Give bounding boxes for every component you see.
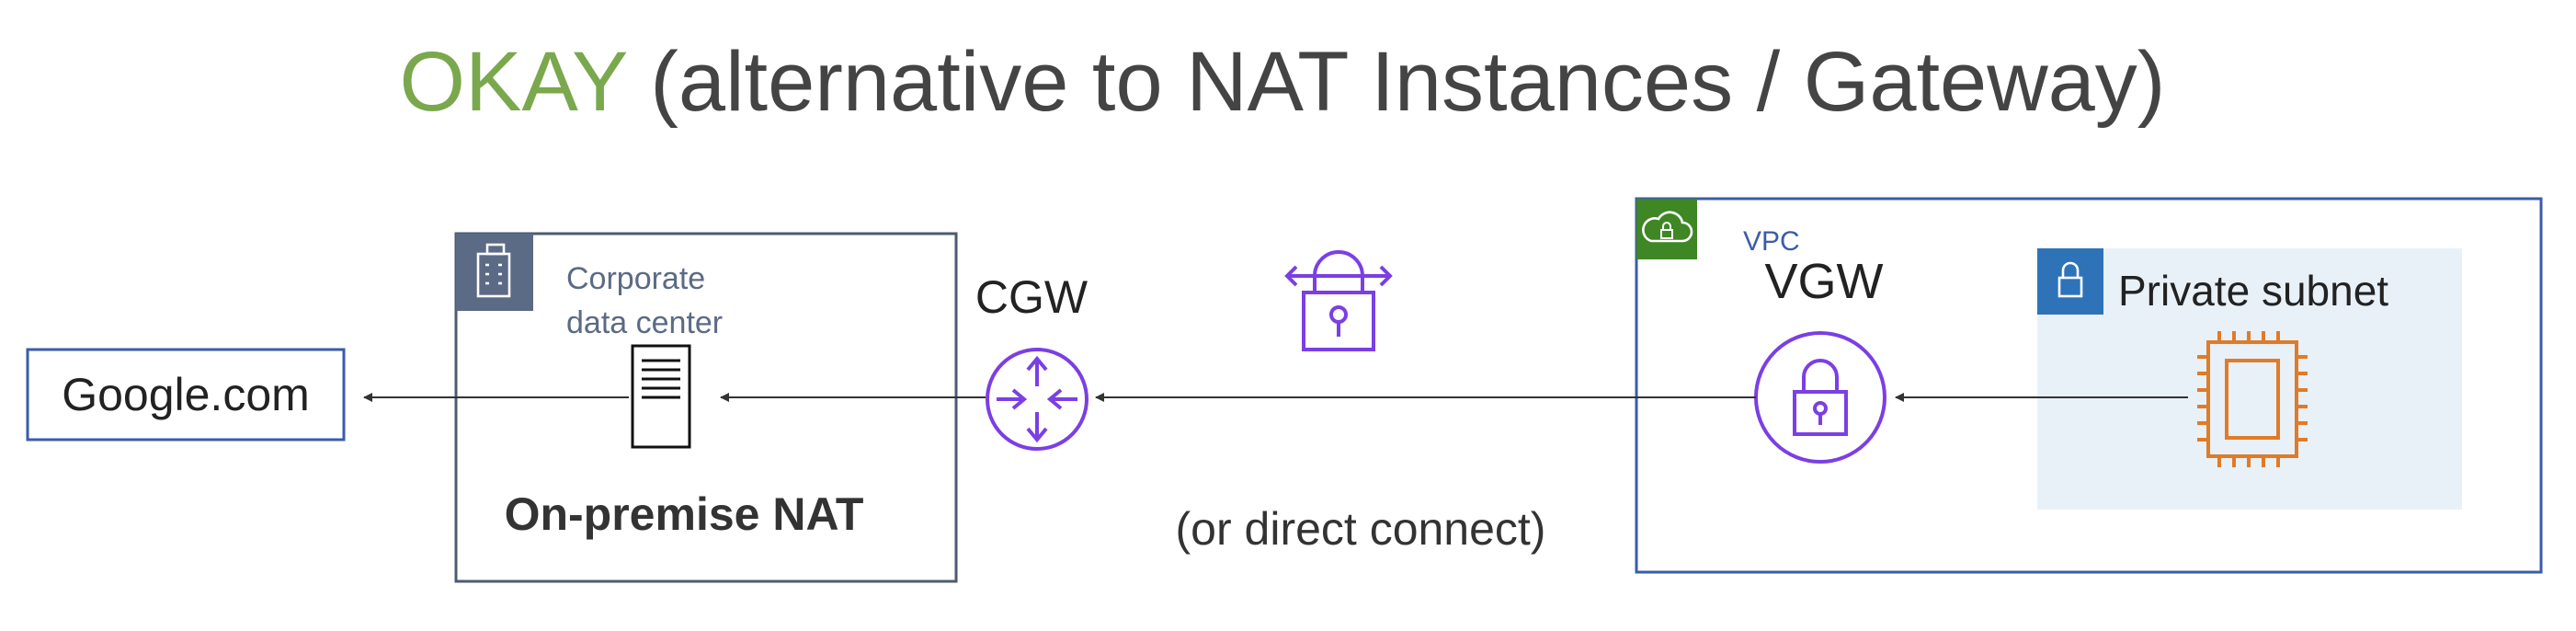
vpn-gateway-icon bbox=[1754, 331, 1886, 464]
vpn-lock-icon bbox=[1284, 250, 1393, 351]
google-label: Google.com bbox=[62, 369, 310, 420]
cgw-label: CGW bbox=[975, 271, 1089, 323]
google-box bbox=[26, 348, 346, 442]
private-subnet: Private subnet bbox=[2037, 248, 2462, 510]
on-premise-nat-label: On-premise NAT bbox=[505, 488, 864, 540]
private-subnet-label: Private subnet bbox=[2118, 267, 2388, 315]
corporate-box bbox=[454, 232, 958, 583]
corporate-data-center: Corporate data center On-premise NAT bbox=[454, 232, 958, 583]
corporate-label-line1: Corporate bbox=[566, 261, 705, 296]
direct-connect-note: (or direct connect) bbox=[1176, 503, 1546, 555]
google-node: Google.com bbox=[26, 348, 346, 442]
corporate-label-line2: data center bbox=[566, 305, 723, 340]
server-icon bbox=[631, 344, 691, 449]
vgw-label: VGW bbox=[1765, 254, 1884, 309]
padlock-icon bbox=[2037, 248, 2103, 315]
vpc-label: VPC bbox=[1743, 226, 1800, 257]
cgw-node: CGW bbox=[975, 271, 1089, 451]
vgw-node: VGW bbox=[1754, 254, 1886, 464]
vpc-cloud-lock-icon bbox=[1636, 199, 1697, 259]
diagram-title: OKAY (alternative to NAT Instances / Gat… bbox=[400, 35, 2166, 129]
title-highlight: OKAY bbox=[400, 35, 627, 129]
ec2-instance-chip-icon bbox=[2197, 331, 2308, 467]
vpc-box bbox=[1635, 197, 2543, 574]
office-building-icon bbox=[456, 234, 533, 311]
router-icon bbox=[986, 348, 1089, 451]
title-rest: (alternative to NAT Instances / Gateway) bbox=[627, 35, 2166, 129]
vpc-container: VPC bbox=[1635, 197, 2543, 574]
